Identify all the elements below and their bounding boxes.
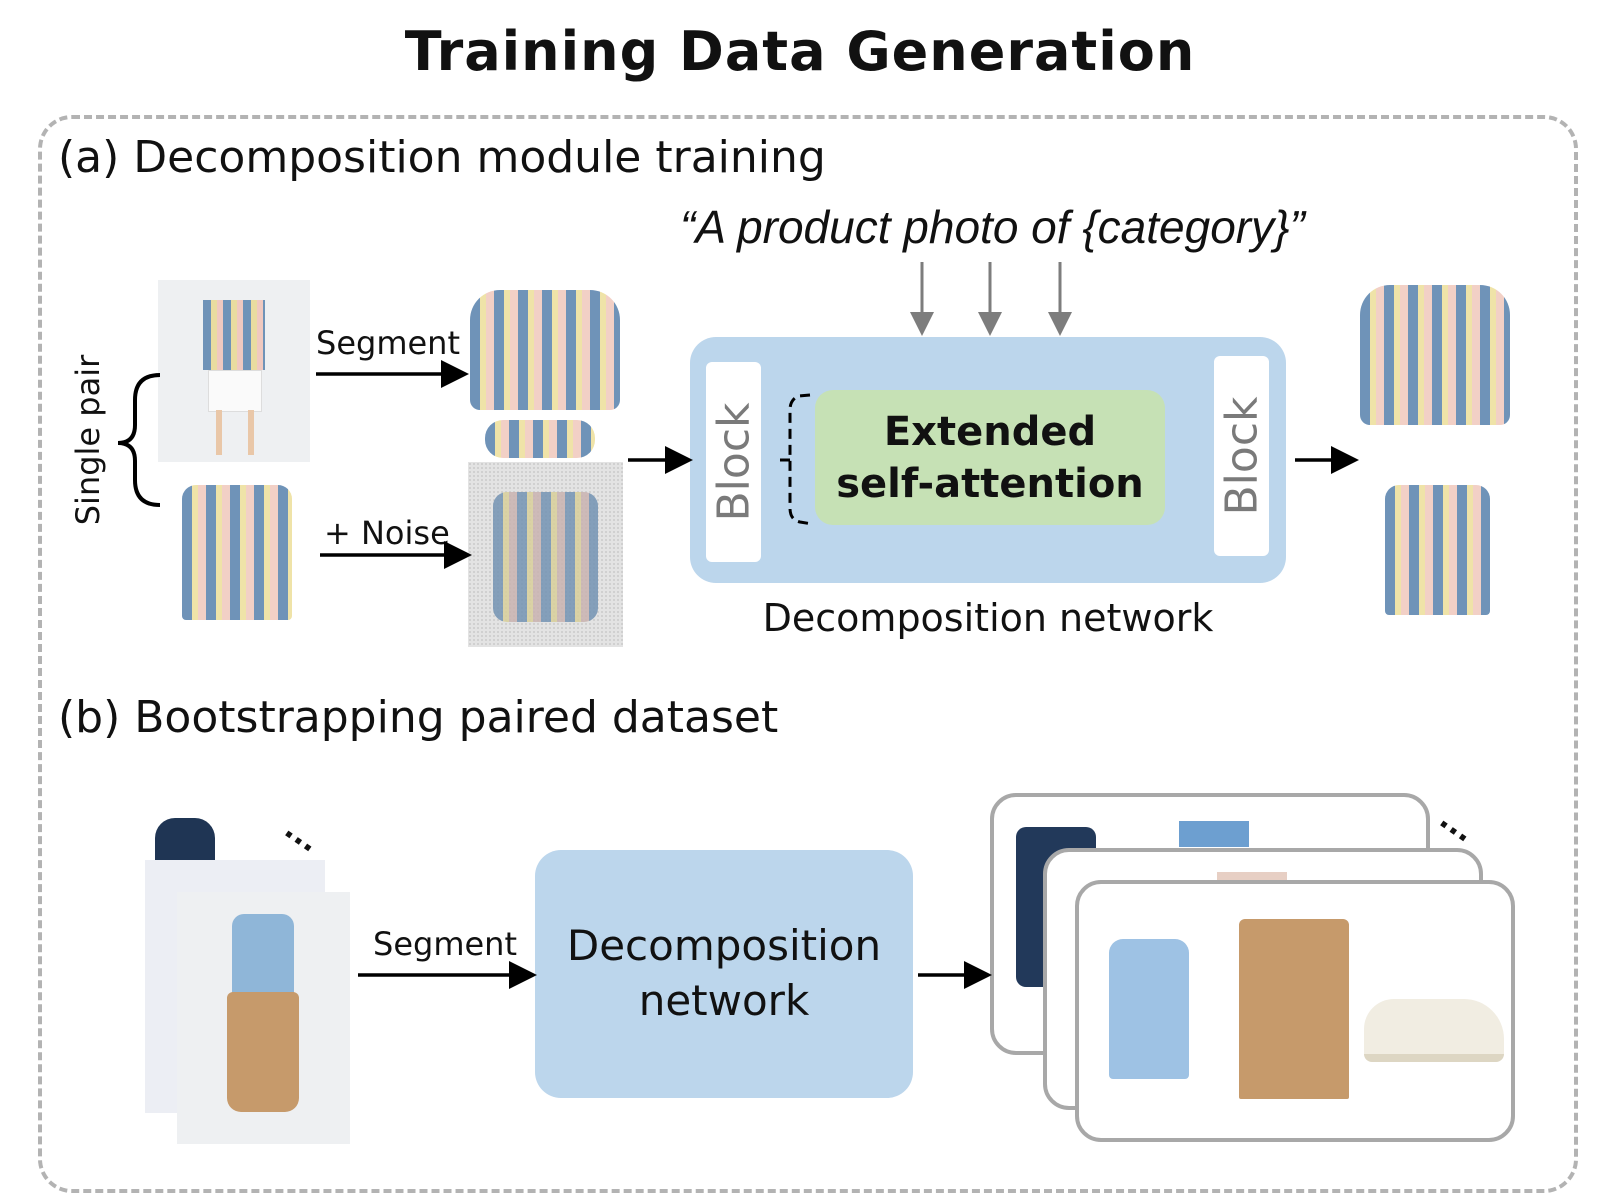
garment-sneaker bbox=[1364, 999, 1504, 1062]
segmented-shirt bbox=[470, 290, 620, 410]
decomposition-network-b: Decomposition network bbox=[535, 850, 913, 1098]
model-photo-back-1 bbox=[155, 818, 215, 863]
extended-self-attention: Extended self-attention bbox=[815, 390, 1165, 525]
noise-label: + Noise bbox=[324, 514, 450, 552]
figure-title: Training Data Generation bbox=[404, 20, 1196, 83]
garment-tan-skirt bbox=[1239, 919, 1349, 1099]
output-segmented-shirt bbox=[1360, 285, 1510, 425]
model-photo-plaid bbox=[158, 280, 310, 462]
segment-label-a: Segment bbox=[316, 324, 460, 362]
network-b-line1: Decomposition bbox=[566, 921, 882, 971]
segment-label-b: Segment bbox=[373, 925, 517, 963]
attention-line2: self-attention bbox=[836, 460, 1144, 507]
segmented-shirt-hem bbox=[485, 420, 595, 458]
block-right: Block bbox=[1214, 356, 1269, 556]
model-photo-front bbox=[177, 892, 350, 1144]
network-b-line2: network bbox=[638, 976, 810, 1025]
block-left: Block bbox=[706, 362, 761, 562]
garment-denim-shirt bbox=[1109, 939, 1189, 1079]
noisy-shirt bbox=[468, 462, 623, 647]
attention-dashed-brace bbox=[775, 393, 813, 526]
attention-line1: Extended bbox=[883, 408, 1097, 455]
product-shirt-plaid bbox=[182, 485, 292, 620]
section-b-heading: (b) Bootstrapping paired dataset bbox=[58, 692, 779, 743]
single-pair-brace bbox=[117, 373, 161, 507]
dashed-frame bbox=[38, 115, 1578, 1193]
section-a-heading: (a) Decomposition module training bbox=[58, 132, 826, 183]
network-caption: Decomposition network bbox=[762, 596, 1214, 640]
output-product-shirt bbox=[1385, 485, 1490, 615]
output-card-front bbox=[1075, 880, 1515, 1142]
text-prompt: “A product photo of {category}” bbox=[680, 201, 1305, 253]
